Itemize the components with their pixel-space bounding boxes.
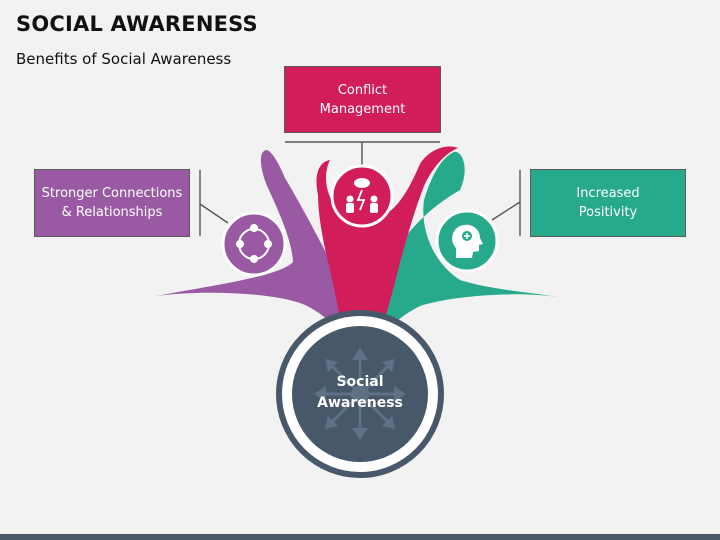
right-arm-shape [364,151,563,334]
positive-mind-icon [435,209,499,273]
benefit-box-increased-positivity: Increased Positivity [530,169,686,237]
page-subtitle: Benefits of Social Awareness [16,50,232,68]
benefit-box-stronger-connections: Stronger Connections & Relationships [34,169,190,237]
people-circle-icon [221,211,287,277]
center-node [276,310,444,478]
page-title: SOCIAL AWARENESS [16,12,258,36]
middle-arm-shape [316,146,458,345]
center-arrows-icon [314,348,406,440]
left-arm-shape [156,150,360,335]
connectors [199,141,521,236]
conflict-icon [330,164,394,228]
benefit-box-conflict-management: Conflict Management [284,66,441,133]
connector-right [491,170,521,236]
bottom-bar [0,534,720,540]
center-label: Social Awareness [317,374,403,411]
connector-left [199,170,229,236]
connector-top [285,141,440,166]
